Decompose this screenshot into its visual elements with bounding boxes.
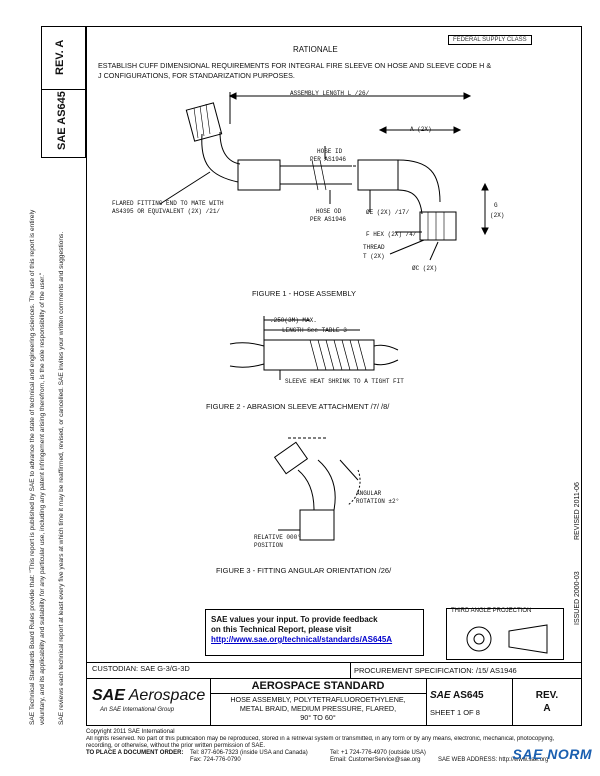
hose-od-label: HOSE OD xyxy=(316,208,342,215)
third-angle-label: THIRD ANGLE PROJECTION xyxy=(451,608,532,614)
rights: All rights reserved. No part of this pub… xyxy=(86,736,555,742)
figure2-caption: FIGURE 2 - ABRASION SLEEVE ATTACHMENT /7… xyxy=(206,402,390,411)
hose-id-ref: PER AS1946 xyxy=(310,156,347,163)
fax: Fax: 724-776-0790 xyxy=(190,757,241,763)
rev-label: REV. xyxy=(535,690,559,701)
angular-rotation-label: ROTATION ±2° xyxy=(356,498,400,505)
rev-box-label: REV. A xyxy=(54,39,66,75)
figure2-drawing xyxy=(229,316,399,380)
thread-label: THREAD xyxy=(363,244,385,251)
doc-number: SAE AS645 xyxy=(430,690,484,701)
title-text: HOSE ASSEMBLY, POLYTETRAFLUOROETHYLENE, … xyxy=(210,695,426,722)
relative-label: RELATIVE 000° xyxy=(254,534,301,541)
order-label: TO PLACE A DOCUMENT ORDER: xyxy=(86,750,184,756)
rationale-line1: ESTABLISH CUFF DIMENSIONAL REQUIREMENTS … xyxy=(98,61,492,70)
dim-c-label: ØC (2X) xyxy=(412,265,438,272)
tel2: Tel: +1 724-776-4970 (outside USA) xyxy=(330,750,426,756)
tel: Tel: 877-606-7323 (inside USA and Canada… xyxy=(190,750,308,756)
heat-shrink-label: SLEEVE HEAT SHRINK TO A TIGHT FIT xyxy=(285,378,404,385)
rationale-line2: J CONFIGURATIONS, FOR STANDARIZATION PUR… xyxy=(98,71,295,80)
feedback-line1: SAE values your input. To provide feedba… xyxy=(211,615,378,624)
dim-g-label: G xyxy=(494,202,498,209)
divider xyxy=(426,678,427,726)
length-note-label: LENGTH-See TABLE 3 xyxy=(282,327,347,334)
projection-symbol-icon xyxy=(466,624,548,654)
doc-code-box: SAE AS645 xyxy=(41,90,86,158)
side-note-3: SAE reviews each technical report at lea… xyxy=(58,231,65,725)
figure1-drawing xyxy=(159,92,489,261)
thread-t-label: T (2X) xyxy=(363,253,385,260)
rev-value: A xyxy=(543,703,551,714)
figure3-drawing xyxy=(273,437,361,541)
divider xyxy=(512,678,513,726)
email: Email: CustomerService@sae.org xyxy=(330,757,421,763)
divider xyxy=(210,678,211,726)
hose-id-label: HOSE ID xyxy=(317,148,343,155)
brand-sub: An SAE International Group xyxy=(100,707,175,713)
feedback-line2: on this Technical Report, please visit xyxy=(211,625,352,634)
side-note-1: SAE Technical Standards Board Rules prov… xyxy=(29,209,36,725)
watermark-logo: SAE NORM xyxy=(512,746,592,762)
position-label: POSITION xyxy=(254,542,283,549)
title-line3: 90° TO 60° xyxy=(300,713,336,722)
drawing-sheet xyxy=(86,26,582,726)
divider xyxy=(86,678,582,679)
angular-label: ANGULAR xyxy=(356,490,382,497)
rationale-heading: RATIONALE xyxy=(293,45,338,54)
rev-box: REV. A xyxy=(41,26,86,90)
custodian: CUSTODIAN: SAE G-3/G-3D xyxy=(92,664,190,673)
title-line1: HOSE ASSEMBLY, POLYTETRAFLUOROETHYLENE, xyxy=(230,695,406,704)
web: SAE WEB ADDRESS: http://www.sae.org xyxy=(438,757,549,763)
figure1-caption: FIGURE 1 - HOSE ASSEMBLY xyxy=(252,289,357,298)
title-line2: METAL BRAID, MEDIUM PRESSURE, FLARED, xyxy=(239,704,397,713)
brand-text: Aerospace xyxy=(124,687,206,704)
side-note-2: voluntary, and its applicability and sui… xyxy=(39,272,46,725)
divider xyxy=(86,662,582,663)
feedback-link[interactable]: http://www.sae.org/technical/standards/A… xyxy=(211,635,393,644)
assembly-length-label: ASSEMBLY LENGTH L /26/ xyxy=(290,90,370,97)
rights2: recording, or otherwise, without the pri… xyxy=(86,743,266,749)
flared-fitting-1: FLARED FITTING END TO MATE WITH xyxy=(112,200,224,207)
dim-e-label: ØE (2X) /17/ xyxy=(366,209,410,216)
copyright: Copyright 2011 SAE International xyxy=(86,729,175,735)
doc-code-vertical: SAE AS645 xyxy=(56,91,68,150)
brand-logo: SAE Aerospace xyxy=(92,687,206,704)
dim-a-label: A (2X) xyxy=(410,126,432,133)
dim-max-label: .250(3M) MAX. xyxy=(270,317,317,324)
feedback-box: SAE values your input. To provide feedba… xyxy=(205,609,424,656)
divider xyxy=(350,662,351,678)
divider xyxy=(210,693,426,694)
stamp: FEDERAL SUPPLY CLASS xyxy=(448,35,532,45)
hose-od-ref: PER AS1946 xyxy=(310,216,347,223)
f-hex-label: F HEX (2X) /4/ xyxy=(366,231,417,238)
procurement: PROCUREMENT SPECIFICATION: /15/ AS1946 xyxy=(354,666,517,675)
sheet-number: SHEET 1 OF 8 xyxy=(430,708,480,717)
third-angle-box: THIRD ANGLE PROJECTION xyxy=(446,608,564,660)
standard-heading: AEROSPACE STANDARD xyxy=(251,680,385,692)
figure3-caption: FIGURE 3 - FITTING ANGULAR ORIENTATION /… xyxy=(216,566,392,575)
dim-g2-label: (2X) xyxy=(490,212,505,219)
flared-fitting-2: AS4395 OR EQUIVALENT (2X) /21/ xyxy=(112,208,221,215)
